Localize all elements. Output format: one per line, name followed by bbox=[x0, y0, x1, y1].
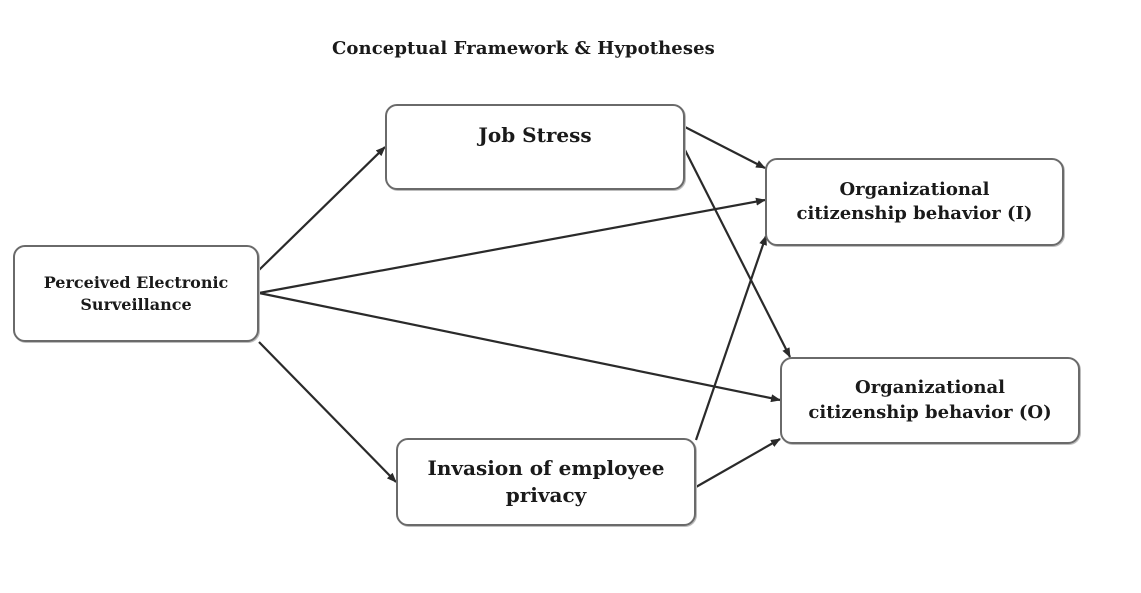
node-label-line: Organizational bbox=[839, 178, 990, 200]
edge-pes-to-ocbi bbox=[258, 197, 766, 295]
edge-pes-to-ocbo bbox=[258, 291, 781, 403]
node-label-line: Surveillance bbox=[80, 294, 192, 314]
node-label-line: citizenship behavior (O) bbox=[808, 401, 1052, 423]
diagram-title: Conceptual Framework & Hypotheses bbox=[332, 38, 715, 59]
node-ocb-individual: Organizational citizenship behavior (I) bbox=[765, 158, 1064, 246]
node-ocb-organization: Organizational citizenship behavior (O) bbox=[780, 357, 1080, 444]
edge-iep-to-ocbi bbox=[694, 235, 768, 441]
edge-pes-to-js bbox=[258, 146, 386, 271]
node-label-line: Job Stress bbox=[478, 123, 592, 147]
node-label-line: privacy bbox=[505, 483, 587, 507]
node-perceived-electronic-surveillance: Perceived Electronic Surveillance bbox=[13, 245, 259, 342]
edge-js-to-ocbo bbox=[684, 149, 791, 358]
node-label-line: Perceived Electronic bbox=[43, 272, 229, 292]
edge-pes-to-iep bbox=[258, 341, 397, 483]
edge-js-to-ocbi bbox=[684, 126, 766, 169]
node-label-line: Invasion of employee bbox=[427, 456, 665, 480]
node-invasion-of-employee-privacy: Invasion of employee privacy bbox=[396, 438, 696, 526]
node-label-line: Organizational bbox=[855, 377, 1005, 399]
node-label-line: citizenship behavior (I) bbox=[796, 203, 1033, 224]
node-job-stress: Job Stress bbox=[385, 104, 685, 190]
edge-iep-to-ocbo bbox=[695, 438, 781, 488]
